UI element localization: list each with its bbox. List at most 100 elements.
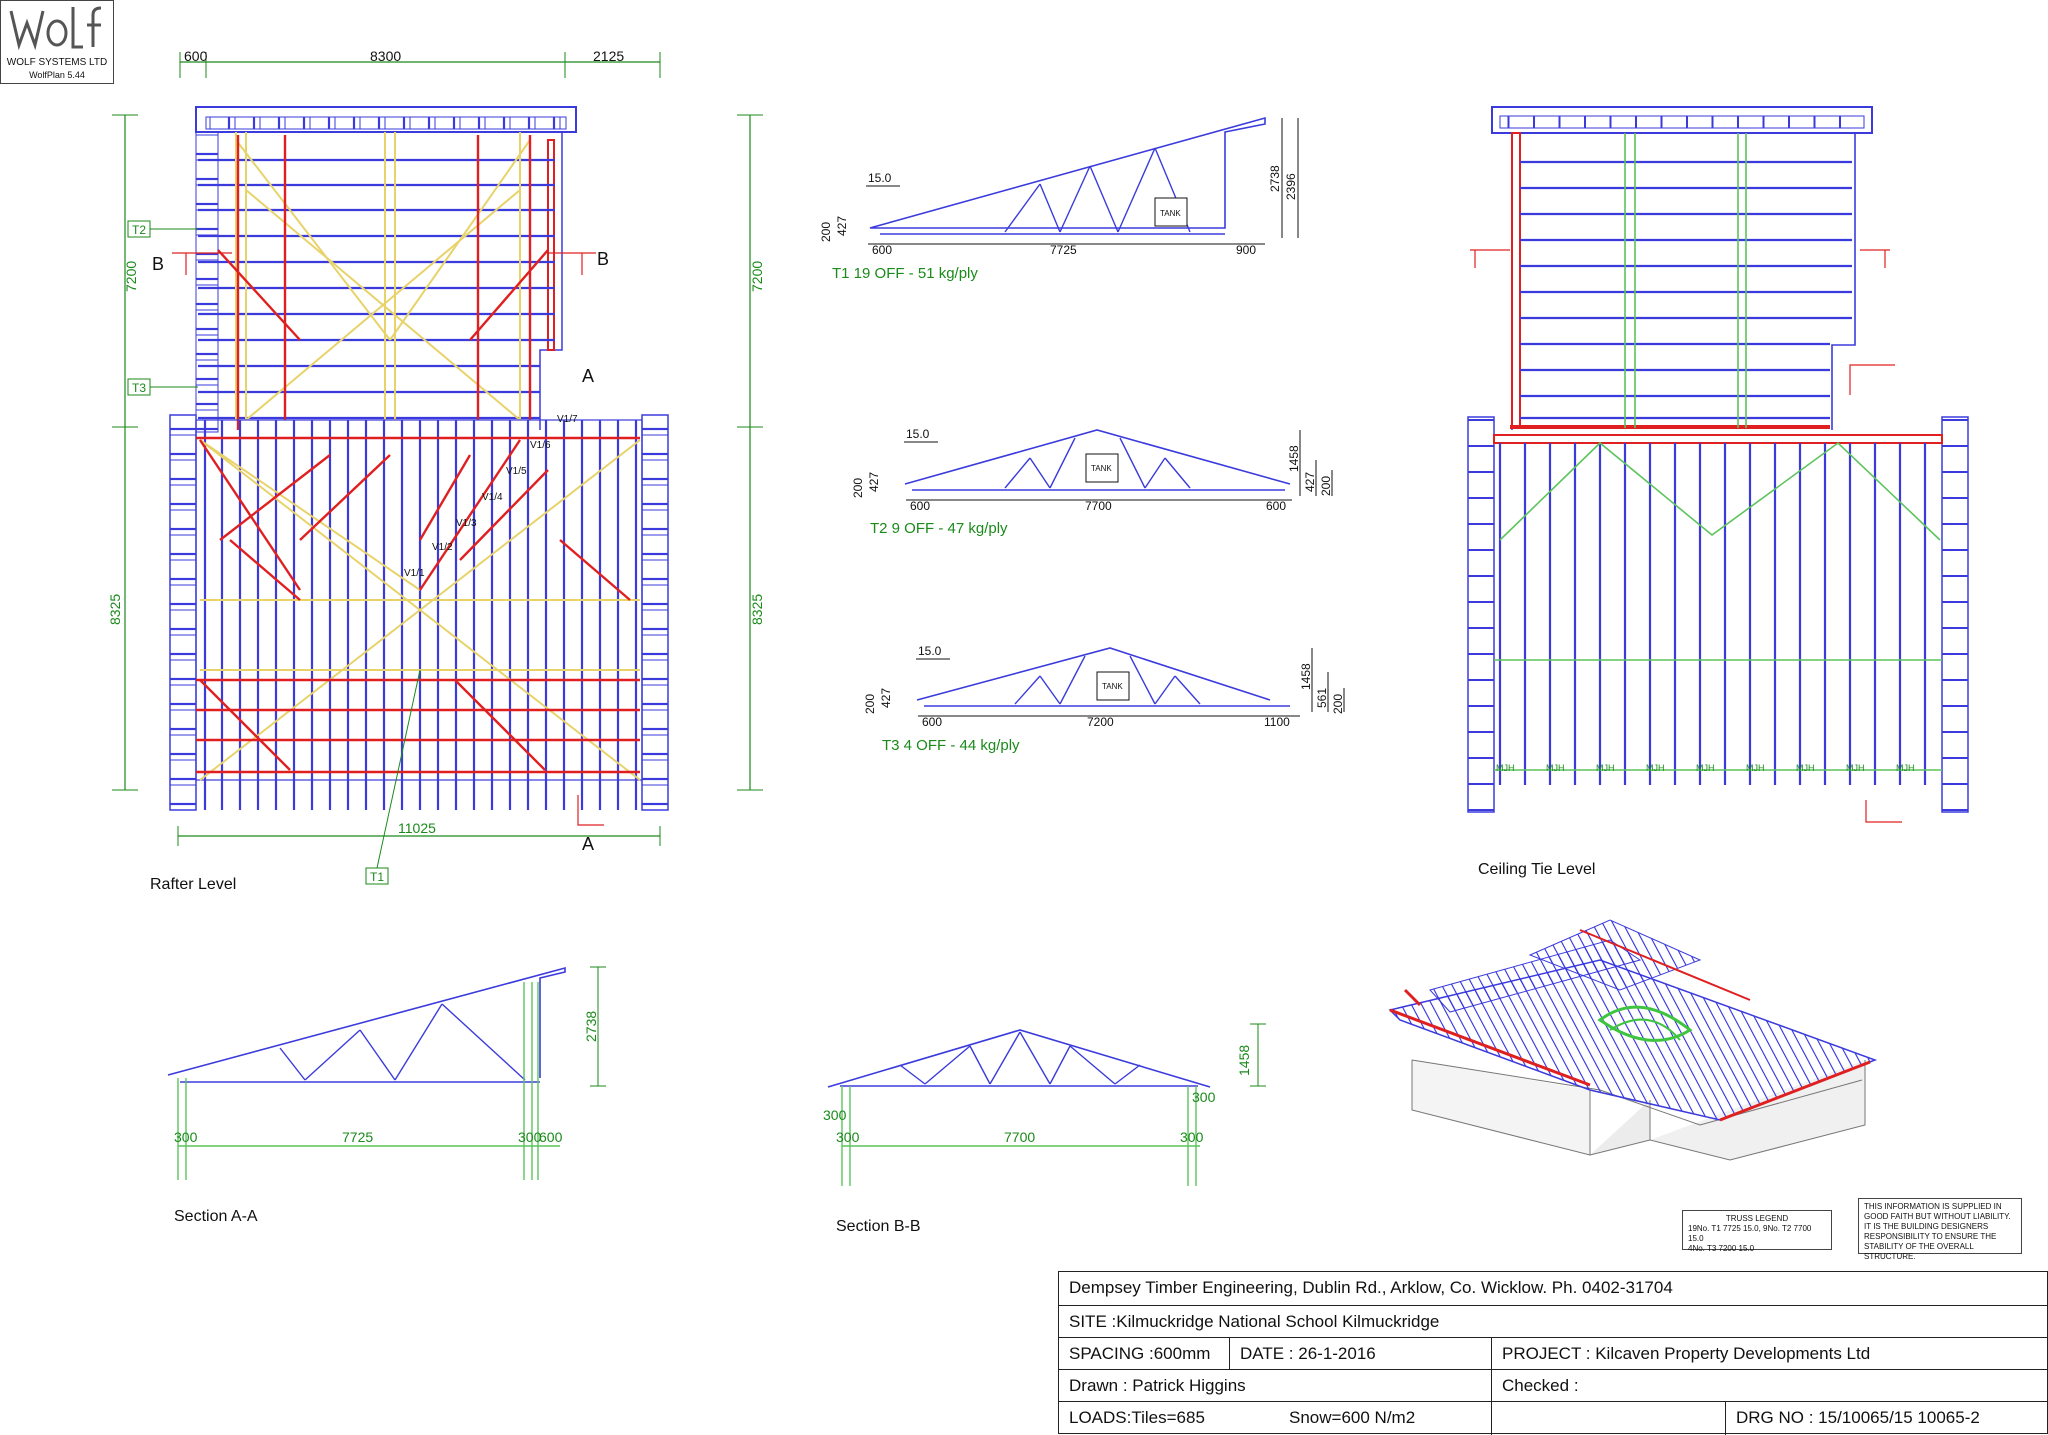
t2-left-dim-427: 427 (867, 472, 881, 492)
section-bb-title: Section B-B (836, 1218, 920, 1235)
t3-left-dim-427: 427 (879, 688, 893, 708)
v-label: V1/5 (506, 466, 527, 477)
ceiling-tie-level-title: Ceiling Tie Level (1478, 861, 1595, 878)
t2-dim-7700: 7700 (1085, 499, 1112, 513)
mjh-label: MJH (1896, 763, 1915, 773)
dim-top-2125: 2125 (593, 48, 624, 64)
dim-bottom-11025: 11025 (398, 820, 436, 836)
wolf-logo-mark (9, 6, 102, 51)
v-label: V1/7 (557, 414, 578, 425)
t2-pitch: 15.0 (906, 427, 930, 441)
truss-legend: TRUSS LEGEND 19No. T1 7725 15.0, 9No. T2… (1682, 1210, 1832, 1253)
t1-left-dim-200: 200 (819, 222, 833, 242)
t1-right-dim-2738: 2738 (1268, 165, 1282, 192)
t3-dim-7200: 7200 (1087, 715, 1114, 729)
truss-legend-line1: 19No. T1 7725 15.0, 9No. T2 7700 15.0 (1688, 1224, 1812, 1243)
mjh-label: MJH (1746, 763, 1765, 773)
disclaimer-note: THIS INFORMATION IS SUPPLIED IN GOOD FAI… (1858, 1198, 2022, 1261)
dim-top-600: 600 (184, 48, 208, 64)
truss-legend-title: TRUSS LEGEND (1725, 1214, 1789, 1223)
isometric-3d-view (1388, 919, 1878, 1161)
tank-label: TANK (1091, 464, 1112, 473)
truss-t3-elevation: TANK 15.0 200 427 600 7200 1100 1458 561… (863, 644, 1345, 754)
mjh-label: MJH (1646, 763, 1665, 773)
title-blank-cell (1491, 1401, 1725, 1435)
t1-dim-900: 900 (1236, 243, 1256, 257)
mjh-label: MJH (1496, 763, 1515, 773)
t3-dim-1100: 1100 (1264, 715, 1290, 729)
t2-left-dim-200: 200 (851, 478, 865, 498)
title-spacing: SPACING :600mm (1059, 1337, 1229, 1369)
t2-right-dim-427: 427 (1303, 472, 1317, 492)
v-label: V1/4 (482, 492, 503, 503)
bb-dim-300-a: 300 (823, 1107, 847, 1123)
tag-t3: T3 (132, 381, 146, 395)
t2-dim-600-right: 600 (1266, 499, 1286, 513)
dim-left-8325: 8325 (107, 594, 123, 625)
rafter-level-plan: 600 8300 2125 7200 8325 7200 8325 11025 (107, 48, 765, 893)
tank-label: TANK (1102, 682, 1123, 691)
t1-left-dim-427: 427 (835, 216, 849, 236)
t3-left-dim-200: 200 (863, 694, 877, 714)
aa-height-2738: 2738 (583, 1011, 599, 1042)
aa-dim-600: 600 (539, 1129, 563, 1145)
logo-company: WOLF SYSTEMS LTD (6, 57, 108, 68)
wolf-logo: WOLF SYSTEMS LTD WolfPlan 5.44 (0, 0, 114, 84)
title-project: PROJECT : Kilcaven Property Developments… (1491, 1337, 2048, 1369)
t3-right-dim-200: 200 (1331, 694, 1345, 714)
tag-t2: T2 (132, 223, 146, 237)
bb-dim-300-b: 300 (836, 1129, 860, 1145)
t2-caption: T2 9 OFF - 47 kg/ply (870, 520, 1008, 537)
aa-dim-7725: 7725 (342, 1129, 373, 1145)
truss-legend-line2: 4No. T3 7200 15.0 (1688, 1244, 1755, 1253)
v-label: V1/2 (432, 542, 453, 553)
bb-dim-7700: 7700 (1004, 1129, 1035, 1145)
mjh-label: MJH (1796, 763, 1815, 773)
t1-caption: T1 19 OFF - 51 kg/ply (832, 265, 978, 282)
t3-right-dim-1458: 1458 (1299, 663, 1313, 690)
section-mark-b-right: B (597, 249, 609, 269)
section-mark-a-top: A (582, 366, 594, 386)
bb-dim-300-c: 300 (1180, 1129, 1204, 1145)
title-checked: Checked : (1491, 1369, 2048, 1401)
t1-dim-600: 600 (872, 243, 892, 257)
tag-t1: T1 (370, 870, 384, 884)
title-snow: Snow=600 N/m2 (1279, 1401, 1491, 1435)
title-drg-no: DRG NO : 15/10065/15 10065-2 (1725, 1401, 2048, 1435)
t3-dim-600: 600 (922, 715, 942, 729)
bb-height-1458: 1458 (1236, 1045, 1252, 1076)
dim-top-8300: 8300 (370, 48, 401, 64)
section-bb: 1458 300 300 7700 300 300 Section B-B (823, 1023, 1266, 1235)
t1-right-dim-2396: 2396 (1284, 173, 1298, 200)
title-date: DATE : 26-1-2016 (1229, 1337, 1491, 1369)
title-site: SITE :Kilmuckridge National School Kilmu… (1059, 1305, 2047, 1337)
ceiling-tie-level-plan: MJH MJH MJH MJH MJH MJH MJH MJH MJH Ceil… (1467, 106, 1969, 878)
t2-right-dim-200: 200 (1319, 476, 1333, 496)
title-drawn: Drawn : Patrick Higgins (1059, 1369, 1491, 1401)
aa-dim-300-right: 300 (518, 1129, 542, 1145)
t3-pitch: 15.0 (918, 644, 942, 658)
mjh-label: MJH (1846, 763, 1865, 773)
aa-dim-300-left: 300 (174, 1129, 198, 1145)
v-label: V1/3 (456, 518, 477, 529)
t3-caption: T3 4 OFF - 44 kg/ply (882, 737, 1020, 754)
truss-t2-elevation: TANK 15.0 200 427 600 7700 600 1458 427 … (851, 427, 1333, 537)
dim-right-8325: 8325 (749, 594, 765, 625)
rafter-level-title: Rafter Level (150, 876, 236, 893)
truss-t1-elevation: TANK 15.0 200 427 600 7725 900 2738 2396… (819, 116, 1299, 282)
v-label: V1/6 (530, 440, 551, 451)
dim-right-7200: 7200 (749, 261, 765, 292)
v-label: V1/1 (404, 568, 425, 579)
t1-dim-7725: 7725 (1050, 243, 1077, 257)
mjh-label: MJH (1546, 763, 1565, 773)
bb-dim-300-d: 300 (1192, 1089, 1216, 1105)
mjh-label: MJH (1696, 763, 1715, 773)
dim-left-7200: 7200 (123, 261, 139, 292)
t1-pitch: 15.0 (868, 171, 892, 185)
section-aa-title: Section A-A (174, 1208, 258, 1225)
tank-label: TANK (1160, 209, 1181, 218)
section-mark-a-bottom: A (582, 834, 594, 854)
title-loads: LOADS:Tiles=685 (1059, 1401, 1279, 1435)
t3-right-dim-561: 561 (1315, 688, 1329, 708)
